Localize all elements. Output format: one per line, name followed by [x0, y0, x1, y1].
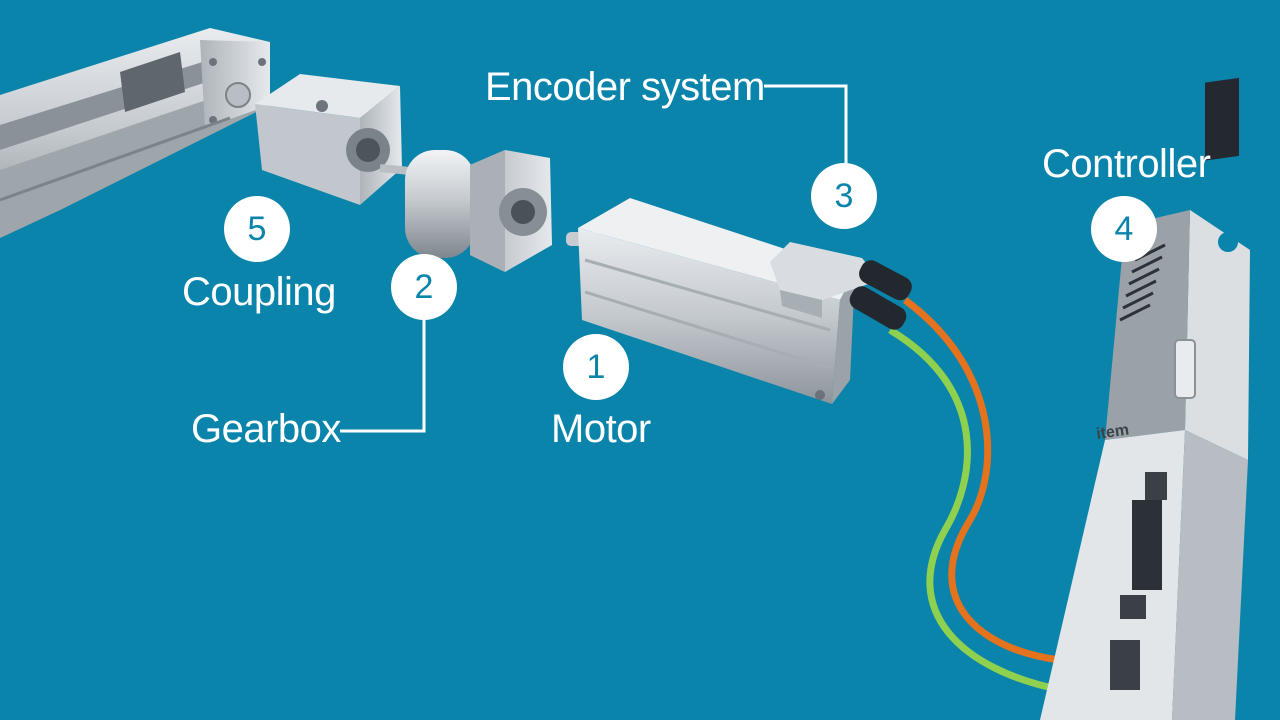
gearbox-leader-line: [340, 310, 426, 433]
badge-controller: 4: [1091, 196, 1157, 262]
badge-coupling: 5: [224, 196, 290, 262]
encoder-leader-line: [764, 84, 848, 165]
controller-unit: [1040, 77, 1250, 720]
label-gearbox: Gearbox: [191, 407, 341, 451]
badge-encoder: 3: [811, 163, 877, 229]
gearbox-body: [405, 150, 552, 272]
label-coupling: Coupling: [182, 270, 336, 314]
linear-axis: [0, 28, 270, 238]
label-controller: Controller: [1042, 142, 1211, 186]
coupling-housing: [255, 74, 421, 205]
label-motor: Motor: [551, 407, 651, 451]
leader-lines: [340, 84, 848, 433]
label-encoder: Encoder system: [485, 65, 765, 109]
encoder-housing: [770, 242, 880, 318]
badge-gearbox: 2: [391, 254, 457, 320]
badge-motor: 1: [563, 334, 629, 400]
cables: [849, 260, 1063, 694]
controller-brand-logo: item: [1095, 422, 1130, 443]
